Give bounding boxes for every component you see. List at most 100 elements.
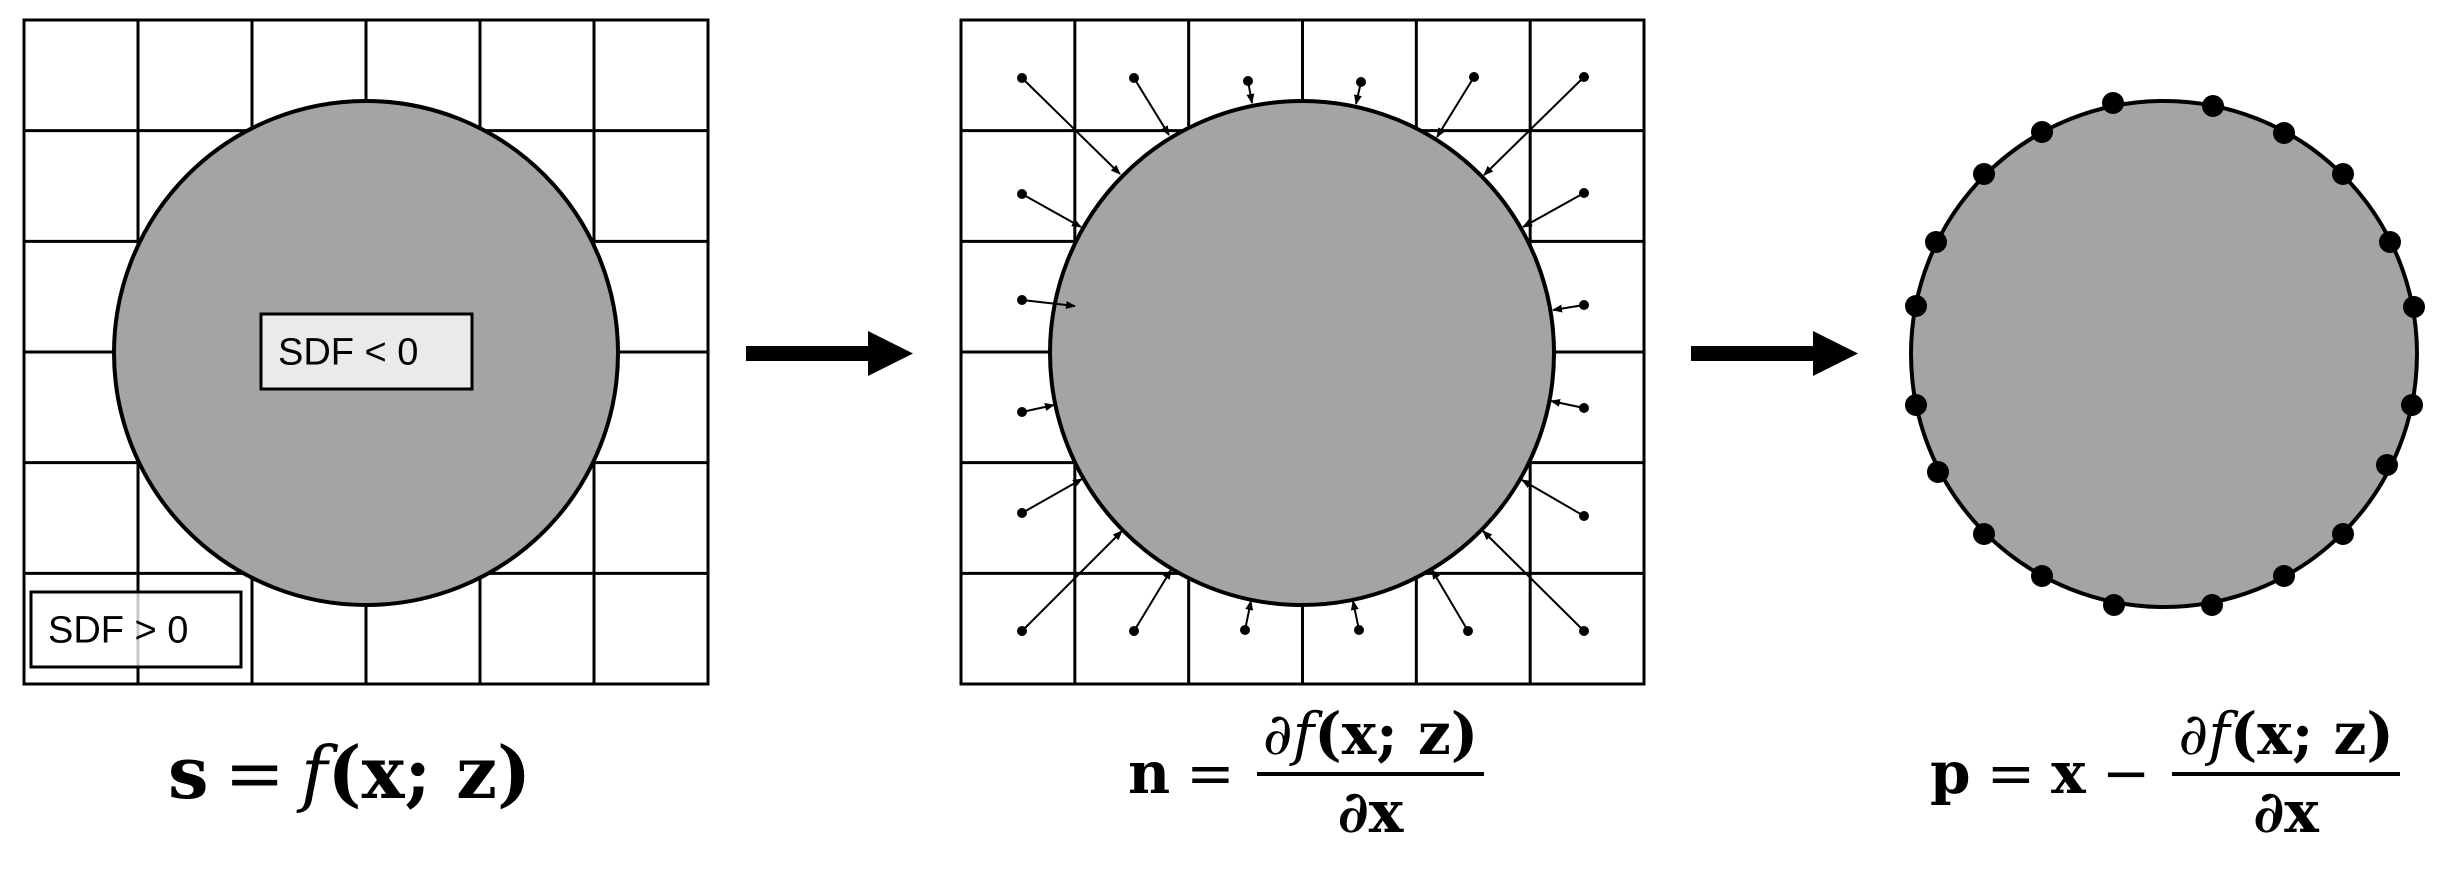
normal-vector xyxy=(1021,478,1083,514)
label-text: SDF < 0 xyxy=(278,332,418,374)
arrow-head-icon xyxy=(1813,331,1858,376)
normal-arrow xyxy=(1243,76,1255,104)
surface-point-dot xyxy=(2332,163,2354,185)
normal-arrow xyxy=(1240,600,1254,635)
normal-vector xyxy=(1431,569,1469,632)
normal-arrow xyxy=(1017,478,1083,518)
query-point-dot xyxy=(1017,189,1027,199)
normal-arrow xyxy=(1354,77,1366,105)
normal-vector xyxy=(1021,299,1076,309)
query-point-dot xyxy=(1240,625,1250,635)
query-point-dot xyxy=(1129,626,1139,636)
grid-border xyxy=(22,18,710,686)
normal-vector xyxy=(1436,76,1475,138)
normal-vector xyxy=(1550,398,1585,409)
eq1-func: f xyxy=(300,730,328,815)
eq3-equals: = xyxy=(1986,739,2036,807)
query-point-dot xyxy=(1354,625,1364,635)
equation-normal: n = ∂f(x; z) ∂x xyxy=(1128,700,1485,846)
eq3-args: (x; z) xyxy=(2229,700,2394,768)
query-point-dot xyxy=(1017,73,1027,83)
normal-vector xyxy=(1021,403,1055,413)
normal-arrow xyxy=(1483,72,1589,176)
query-point-dot xyxy=(1017,508,1027,518)
eq3-numerator: ∂f(x; z) xyxy=(2172,700,2400,776)
normal-arrow xyxy=(1017,189,1082,228)
normal-arrow xyxy=(1017,530,1123,636)
normal-vector xyxy=(1021,530,1123,632)
flow-arrow-1 xyxy=(746,331,913,376)
eq3-func: f xyxy=(2208,700,2230,768)
label-sdf-positive: SDF > 0 xyxy=(29,590,243,669)
normal-arrow xyxy=(1017,295,1076,309)
normal-arrow xyxy=(1436,72,1479,138)
query-point-dot xyxy=(1579,188,1589,198)
surface-point-dot xyxy=(2376,454,2398,476)
label-box xyxy=(259,312,474,391)
surface-point-dot xyxy=(1927,461,1949,483)
normal-vector xyxy=(1021,193,1082,228)
normal-vector xyxy=(1021,77,1121,175)
label-box xyxy=(29,590,243,669)
eq3-minus: − xyxy=(2101,739,2151,807)
surface-point-dot xyxy=(1973,523,1995,545)
normals-panel xyxy=(959,18,1646,686)
normal-vector xyxy=(1521,479,1585,517)
surface-point-dot xyxy=(2379,231,2401,253)
normal-arrow xyxy=(1522,188,1589,228)
query-point-dot xyxy=(1579,403,1589,413)
normal-vector xyxy=(1133,569,1172,632)
surface-point-dot xyxy=(2202,95,2224,117)
equation-projection: p = x − ∂f(x; z) ∂x xyxy=(1930,700,2400,846)
arrow-shaft xyxy=(1691,346,1813,361)
arrow-head-icon xyxy=(868,331,913,376)
sdf-field-panel: SDF < 0 SDF > 0 xyxy=(22,18,710,686)
surface-point-dot xyxy=(1905,394,1927,416)
query-point-dot xyxy=(1469,72,1479,82)
query-point-dot xyxy=(1579,72,1589,82)
query-point-dot xyxy=(1017,626,1027,636)
flow-arrow-2 xyxy=(1691,331,1858,376)
eq2-fraction: ∂f(x; z) ∂x xyxy=(1256,700,1485,846)
query-point-dot xyxy=(1129,73,1139,83)
eq2-args: (x; z) xyxy=(1314,700,1479,768)
equation-sdf: s = f (x; z) xyxy=(168,730,531,815)
query-point-dot xyxy=(1356,77,1366,87)
grid-border xyxy=(959,18,1646,686)
shape-circle xyxy=(1048,99,1556,607)
normal-vector xyxy=(1552,304,1585,313)
arrow-shaft xyxy=(746,346,868,361)
normal-arrow xyxy=(1431,569,1473,636)
projected-points-panel xyxy=(1905,92,2425,616)
normal-vector xyxy=(1522,192,1585,228)
surface-point-dot xyxy=(1905,295,1927,317)
surface-point-dot xyxy=(2103,594,2125,616)
normal-arrow xyxy=(1017,403,1055,417)
partial-symbol: ∂ xyxy=(2178,700,2209,768)
query-point-dot xyxy=(1017,295,1027,305)
partial-symbol: ∂ xyxy=(1262,700,1293,768)
shape-circle xyxy=(1909,99,2419,609)
normal-arrow xyxy=(1350,600,1364,635)
query-point-dot xyxy=(1579,300,1589,310)
query-point-dot xyxy=(1243,76,1253,86)
surface-point-dot xyxy=(2031,565,2053,587)
eq2-denominator: ∂x xyxy=(1337,778,1404,846)
eq3-denominator: ∂x xyxy=(2253,778,2319,846)
eq3-fraction: ∂f(x; z) ∂x xyxy=(2172,700,2400,846)
normal-arrow xyxy=(1129,569,1172,636)
eq1-lhs: s xyxy=(168,730,209,815)
surface-point-dot xyxy=(2273,565,2295,587)
normal-vector xyxy=(1482,530,1585,632)
eq2-func: f xyxy=(1292,700,1315,768)
surface-point-dot xyxy=(1925,231,1947,253)
query-point-dot xyxy=(1017,407,1027,417)
normal-arrow xyxy=(1552,300,1589,313)
label-sdf-negative: SDF < 0 xyxy=(259,312,474,391)
eq3-x: x xyxy=(2051,739,2086,807)
normal-arrow xyxy=(1482,530,1589,636)
surface-point-dot xyxy=(2401,394,2423,416)
eq2-equals: = xyxy=(1186,739,1235,807)
surface-point-dot xyxy=(2201,594,2223,616)
